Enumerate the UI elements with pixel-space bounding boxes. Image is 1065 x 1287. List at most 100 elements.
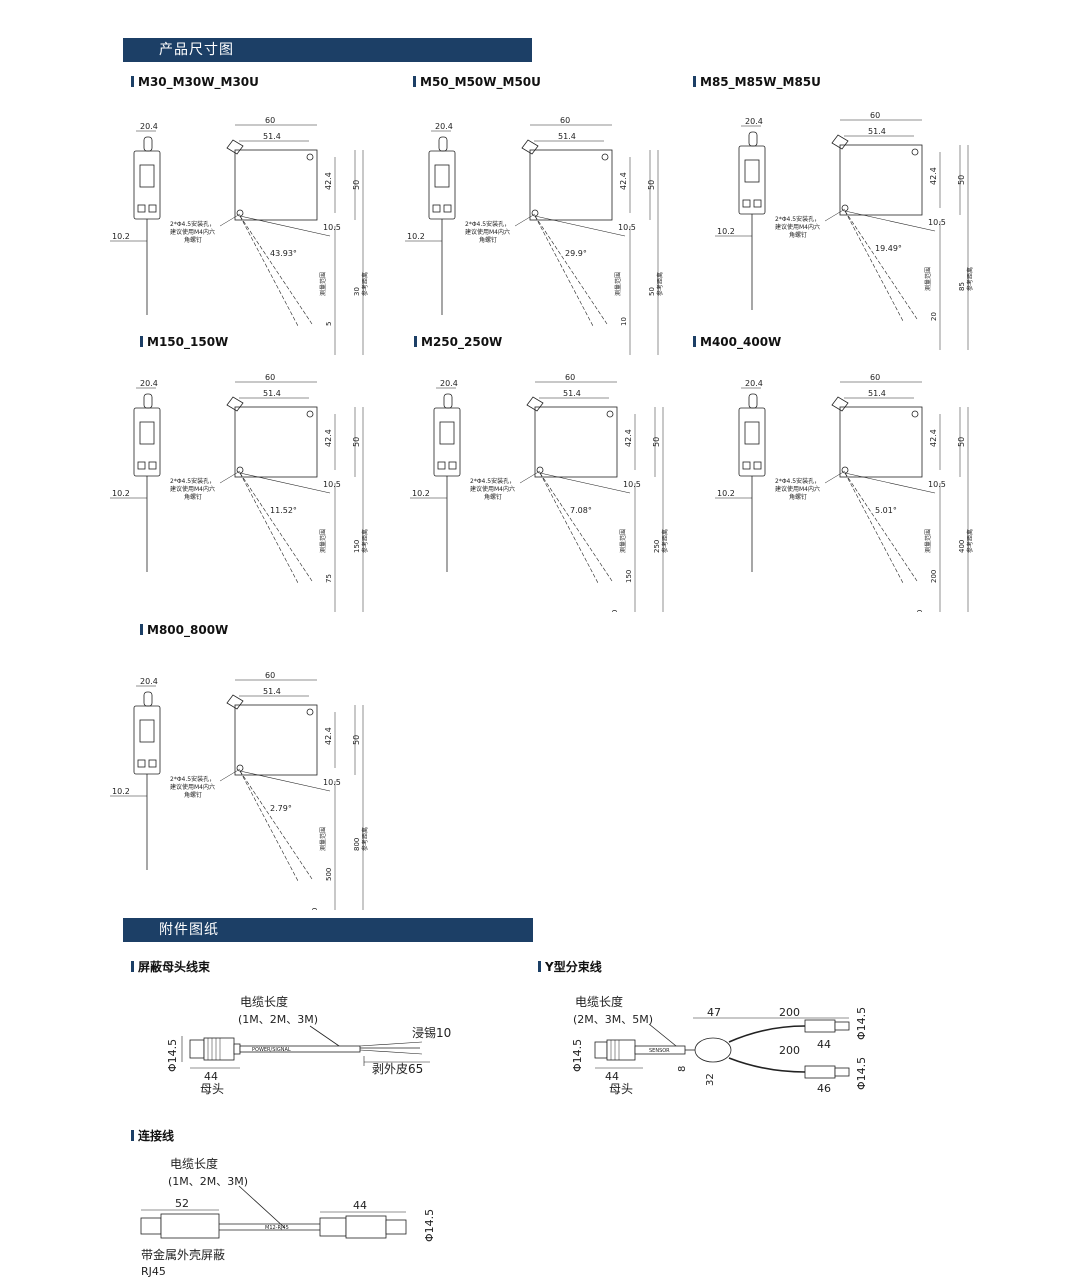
sensor-display [744, 421, 760, 445]
beam-angle: 2.79° [270, 804, 292, 813]
sensor-button-left [742, 199, 751, 208]
dim-height-total: 50 [957, 175, 966, 185]
shielded-female: 母头 [200, 1082, 224, 1096]
dim-width-total: 60 [265, 671, 275, 680]
dim-height-total: 50 [352, 437, 361, 447]
mount-hole-top [606, 410, 614, 418]
measure-range-label: 测量范围 [319, 272, 327, 296]
y-d8: 8 [677, 1066, 688, 1072]
sensor-button-right [753, 199, 762, 208]
hole-note-3: 角螺钉 [184, 236, 202, 244]
ref-distance-label: 参考距离 [361, 272, 369, 296]
mount-hole-top [306, 410, 314, 418]
hole-note-1: 2*Φ4.5安装孔， [170, 775, 215, 783]
dim-width-hole: 51.4 [263, 687, 281, 696]
sensor-display [434, 164, 450, 188]
dim-width-side: 20.4 [435, 122, 453, 131]
sensor-front-body [839, 406, 923, 478]
range-a: 200 [930, 570, 938, 583]
dim-offset-b: 10.5 [623, 480, 641, 489]
shielded-dia: Φ14.5 [166, 1039, 179, 1072]
y-d200a: 200 [779, 1006, 800, 1019]
sensor-display [139, 719, 155, 743]
beam-line-c [239, 770, 331, 792]
hole-note-3: 角螺钉 [789, 493, 807, 501]
sensor-lens [831, 134, 849, 150]
sensor-front-body [234, 149, 318, 221]
dim-height-hole: 42.4 [324, 172, 333, 190]
model-title-m800: M800_800W [140, 623, 228, 637]
sensor-display [139, 421, 155, 445]
y-female: 母头 [609, 1082, 633, 1096]
sensor-tab [143, 691, 153, 707]
range-total: 400 [958, 540, 966, 553]
dim-width-hole: 51.4 [868, 127, 886, 136]
sensor-button-left [137, 461, 146, 470]
dim-height-hole: 42.4 [624, 429, 633, 447]
measure-range-label: 测量范围 [319, 827, 327, 851]
beam-line-c [239, 215, 331, 237]
sensor-button-left [137, 204, 146, 213]
dimensions-banner: 产品尺寸图 [123, 38, 532, 62]
hole-note-1: 2*Φ4.5安装孔， [775, 215, 820, 223]
beam-line-a [239, 215, 299, 327]
hole-note-2: 建议使用M4内六 [170, 485, 215, 493]
beam-angle: 29.9° [565, 249, 587, 258]
model-title-m85: M85_M85W_M85U [693, 75, 821, 89]
beam-line-b [844, 210, 918, 320]
dim-offset-b: 10.5 [928, 480, 946, 489]
hole-note-3: 角螺钉 [184, 791, 202, 799]
sensor-front-body [534, 406, 618, 478]
dim-offset-left: 10.2 [407, 232, 425, 241]
sensor-button-right [443, 204, 452, 213]
y-d46: 46 [817, 1082, 831, 1095]
ref-distance-label: 参考距离 [361, 827, 369, 851]
range-a: 20 [930, 312, 938, 321]
measure-range-label: 测量范围 [319, 529, 327, 553]
sensor-lens [226, 694, 244, 710]
measure-range-label: 测量范围 [924, 529, 932, 553]
y-d32: 32 [705, 1073, 716, 1086]
dim-offset-b: 10.5 [323, 480, 341, 489]
mount-hole-top [911, 410, 919, 418]
model-title-m400: M400_400W [693, 335, 781, 349]
measure-range-label: 测量范围 [614, 272, 622, 296]
mount-hole-top [306, 708, 314, 716]
sensor-lens [831, 396, 849, 412]
dim-width-total: 60 [565, 373, 575, 382]
dim-width-side: 20.4 [140, 677, 158, 686]
dim-width-side: 20.4 [140, 379, 158, 388]
hole-note-2: 建议使用M4内六 [470, 485, 515, 493]
dim-width-side: 20.4 [440, 379, 458, 388]
dim-width-side: 20.4 [745, 117, 763, 126]
hole-note-3: 角螺钉 [789, 231, 807, 239]
hole-note-2: 建议使用M4内六 [465, 228, 510, 236]
acc-title-link: 连接线 [131, 1127, 174, 1144]
sensor-tab [443, 393, 453, 409]
mount-hole-top [306, 153, 314, 161]
beam-line-a [844, 210, 904, 322]
beam-line-c [239, 472, 331, 494]
ref-distance-label: 参考距离 [361, 529, 369, 553]
sensor-display [744, 159, 760, 183]
ref-distance-label: 参考距离 [966, 267, 974, 291]
mount-hole-top [911, 148, 919, 156]
measure-range-label: 测量范围 [924, 267, 932, 291]
range-total: 30 [353, 287, 361, 296]
shielded-cable-drawing: 电缆长度 (1M、2M、3M) Φ14.5 POWER/SIGNAL 剥外皮65… [160, 990, 480, 1100]
y-cable-opts: (2M、3M、5M) [573, 1013, 653, 1026]
sensor-button-right [448, 461, 457, 470]
beam-line-c [844, 472, 936, 494]
y-cable-len: 电缆长度 [575, 994, 623, 1009]
sensor-display [139, 164, 155, 188]
link-cable-len: 电缆长度 [170, 1156, 218, 1171]
range-c: 500 [311, 908, 319, 910]
sensor-button-right [148, 759, 157, 768]
link-cable-opts: (1M、2M、3M) [168, 1175, 248, 1188]
